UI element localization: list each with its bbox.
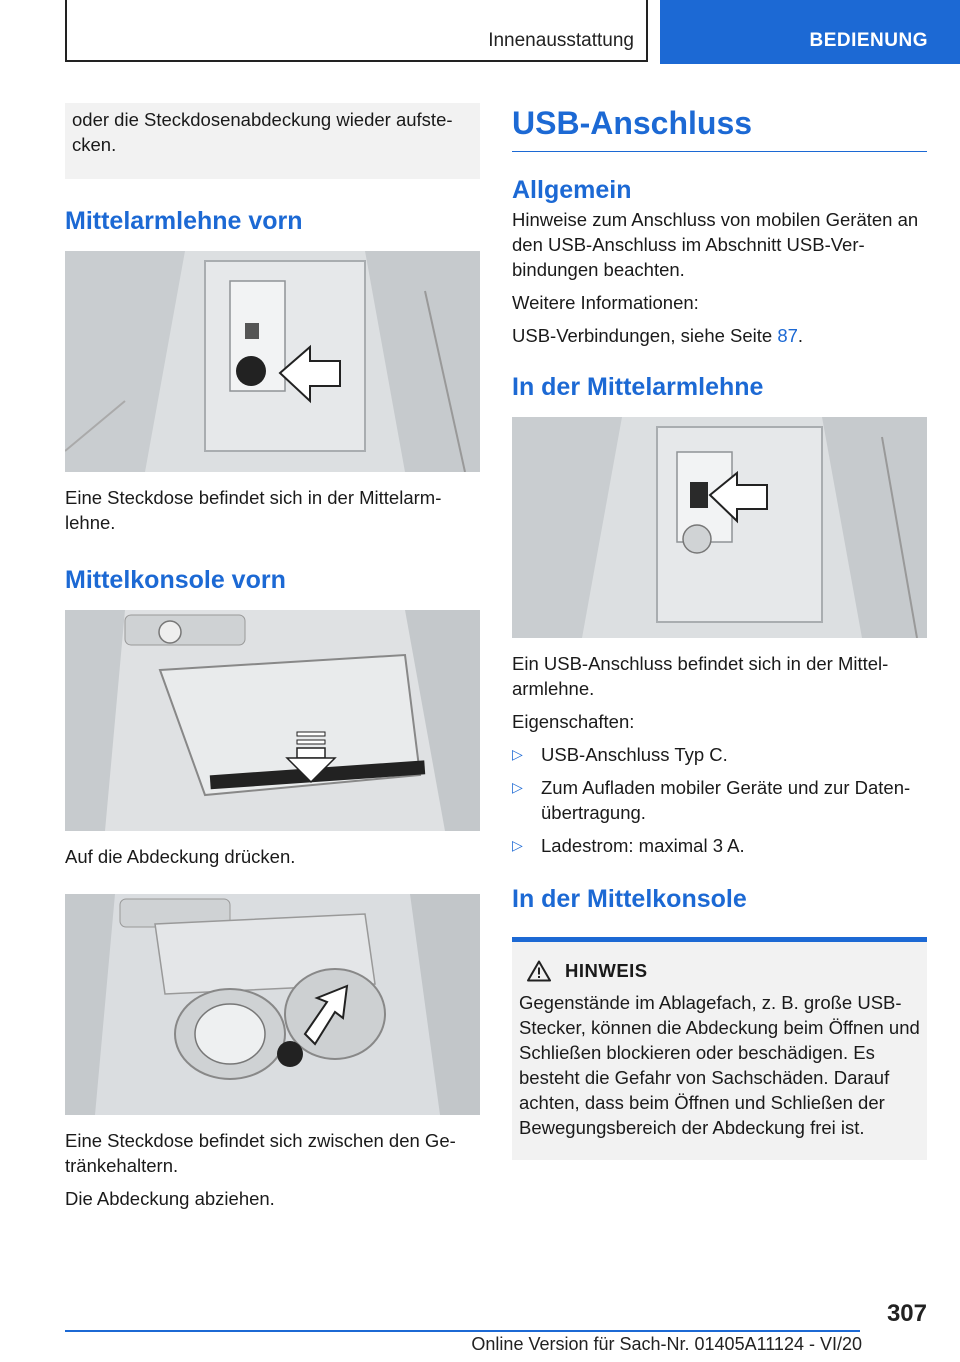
- bullet-triangle-icon: ▷: [512, 837, 523, 853]
- armrest-usb-photo: [512, 417, 927, 638]
- header-chapter-tab: Innenausstattung: [65, 0, 648, 62]
- cupholder-socket-caption: Eine Steckdose befindet sich zwischen de…: [65, 1130, 456, 1176]
- pull-cover-caption: Die Abdeckung abziehen.: [65, 1188, 275, 1209]
- console-cover-illustration: [65, 610, 480, 831]
- xref-suffix: .: [797, 325, 804, 346]
- left-column: oder die Steckdosenabdeckung wieder aufs…: [65, 103, 480, 1211]
- footer-version-text: Online Version für Sach-Nr. 01405A11124 …: [471, 1334, 862, 1354]
- warning-text: Gegenstände im Ablagefach, z. B. große U…: [519, 992, 920, 1138]
- pointer-arrow-icon: [285, 731, 337, 784]
- pointer-arrow-icon: [278, 344, 341, 404]
- page-87-link[interactable]: 87: [777, 325, 798, 346]
- warning-header: HINWEIS: [519, 960, 921, 982]
- warning-triangle-icon: [527, 960, 551, 982]
- list-item: ▷USB-Anschluss Typ C.: [512, 744, 728, 765]
- warning-label: HINWEIS: [565, 960, 648, 981]
- warning-notice: HINWEIS Gegenstände im Ablagefach, z. B.…: [512, 937, 927, 1160]
- footer-divider: [65, 1330, 860, 1332]
- section-label: BEDIENUNG: [809, 30, 928, 51]
- general-heading: Allgemein: [512, 176, 632, 204]
- pointer-arrow-icon: [303, 984, 349, 1046]
- console-front-heading: Mittelkonsole vorn: [65, 566, 286, 594]
- general-text: Hinweise zum Anschluss von mobilen Gerät…: [512, 209, 919, 280]
- page-number: 307: [886, 1300, 927, 1327]
- xref-prefix: USB-Verbindungen, siehe Seite: [512, 325, 778, 346]
- cupholder-socket-photo: [65, 894, 480, 1115]
- console-cover-photo: [65, 610, 480, 831]
- armrest-usb-caption: Ein USB-Anschluss befindet sich in der M…: [512, 653, 889, 699]
- armrest-front-caption: Eine Steckdose befindet sich in der Mitt…: [65, 487, 442, 533]
- properties-label: Eigenschaften:: [512, 711, 635, 732]
- press-cover-caption: Auf die Abdeckung drücken.: [65, 846, 296, 867]
- usb-connections-reference: USB-Verbindungen, siehe Seite 87.: [512, 323, 927, 348]
- more-info-label: Weitere Informationen:: [512, 292, 699, 313]
- bullet-triangle-icon: ▷: [512, 779, 523, 795]
- armrest-usb-illustration: [512, 417, 927, 638]
- armrest-socket-illustration: [65, 251, 480, 472]
- armrest-front-heading: Mittelarmlehne vorn: [65, 207, 303, 235]
- continued-note: oder die Steckdosenabdeckung wieder aufs…: [65, 103, 480, 179]
- armrest-usb-heading: In der Mittelarmlehne: [512, 373, 764, 401]
- header-section-tab: BEDIENUNG: [660, 0, 960, 64]
- bullet-triangle-icon: ▷: [512, 746, 523, 762]
- pointer-arrow-icon: [708, 470, 768, 524]
- list-item: ▷Ladestrom: maximal 3 A.: [512, 835, 745, 856]
- chapter-title: Innenausstattung: [488, 30, 634, 51]
- list-item: ▷Zum Aufladen mobiler Geräte und zur Dat…: [512, 777, 911, 823]
- center-console-usb-heading: In der Mittelkonsole: [512, 885, 747, 913]
- properties-list: ▷USB-Anschluss Typ C. ▷Zum Aufladen mobi…: [512, 742, 927, 858]
- armrest-socket-photo: [65, 251, 480, 472]
- cupholder-socket-illustration: [65, 894, 480, 1115]
- usb-port-title: USB-Anschluss: [512, 103, 927, 152]
- right-column: USB-Anschluss Allgemein Hinweise zum Ans…: [512, 103, 927, 1160]
